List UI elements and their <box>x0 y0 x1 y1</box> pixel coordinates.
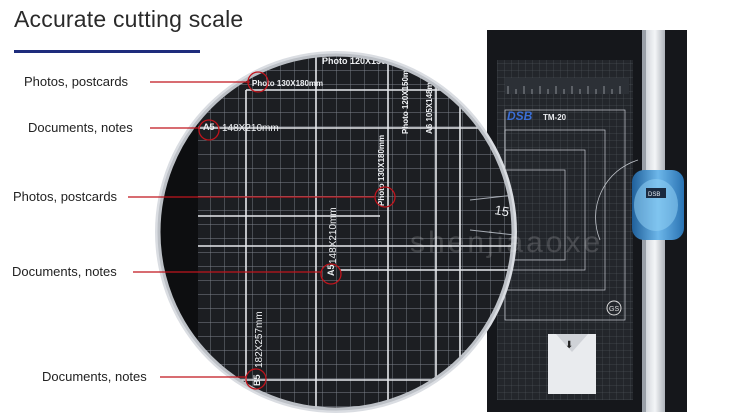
callout-label-photos-2: Photos, postcards <box>13 189 118 204</box>
watermark-text: shenjiaaoxe <box>410 226 604 259</box>
magnified-b5-size: 182X257mm <box>254 311 265 368</box>
magnified-a6-label: A6 105X148mm <box>425 75 434 134</box>
model-label: TM-20 <box>543 113 567 122</box>
magnified-a5-size: 148X210mm <box>222 123 279 134</box>
callout-label-photos-1: Photos, postcards <box>24 74 129 89</box>
callout-lines <box>128 71 396 390</box>
magnified-photo-vertical-label: Photo 130X180mm <box>377 135 386 206</box>
page-title: Accurate cutting scale <box>14 6 244 32</box>
slider-logo: DSB <box>648 192 660 198</box>
brand-logo: DSB <box>507 109 533 123</box>
magnified-photo-120-label: Photo 120X150mm <box>322 56 402 66</box>
callout-label-documents-1: Documents, notes <box>28 120 133 135</box>
magnified-photo-130-label: Photo 130X180mm <box>252 79 323 88</box>
callout-label-documents-2: Documents, notes <box>12 264 117 279</box>
magnified-a5-vertical-size: 148X210mm <box>328 207 339 264</box>
magnified-b5-tag: B5 <box>252 374 262 386</box>
angle-label: 15° <box>493 202 515 220</box>
title-underline <box>14 50 200 53</box>
certification-mark-icon: GS <box>609 306 619 313</box>
magnified-a5-vertical-tag: A5 <box>326 264 336 276</box>
paper-trimmer: DSB TM-20 ⬇ GS DSB <box>487 30 687 412</box>
callout-label-documents-3: Documents, notes <box>42 369 147 384</box>
magnified-a5-tag: A5 <box>203 122 215 132</box>
down-arrow-icon: ⬇ <box>565 340 573 351</box>
magnified-photo-vertical-label-2: Photo 120X150mm <box>401 63 410 134</box>
